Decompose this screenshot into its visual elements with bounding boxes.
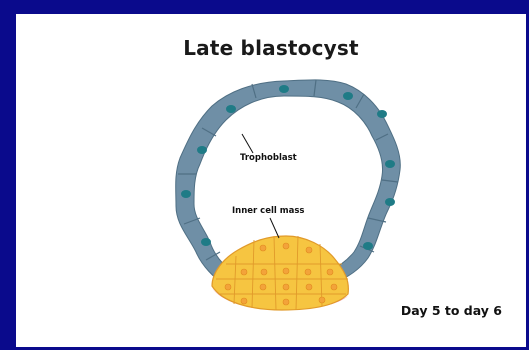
trophoblast-nucleus [385, 198, 395, 206]
trophoblast-label: Trophoblast [240, 153, 297, 163]
inner-cell-nucleus [283, 284, 289, 290]
trophoblast-nucleus [201, 238, 211, 246]
inner-cell-nucleus [331, 284, 337, 290]
trophoblast-nucleus [377, 110, 387, 118]
inner-cell-mass [212, 236, 348, 310]
inner-cell-mass-leader-line [270, 218, 279, 238]
inner-cell-nucleus [260, 245, 266, 251]
inner-cell-nucleus [306, 284, 312, 290]
inner-cell-nucleus [283, 299, 289, 305]
inner-cell-nucleus [260, 284, 266, 290]
inner-cell-nucleus [225, 284, 231, 290]
inner-cell-nucleus [283, 243, 289, 249]
trophoblast-leader-line [242, 134, 253, 153]
trophoblast-nucleus [363, 242, 373, 250]
trophoblast-nucleus [197, 146, 207, 154]
inner-cell-nucleus [283, 268, 289, 274]
slide-canvas: Late blastocyst [16, 14, 526, 347]
trophoblast-nucleus [385, 160, 395, 168]
inner-cell-nucleus [305, 269, 311, 275]
stage-caption: Day 5 to day 6 [401, 303, 502, 318]
inner-cell-nucleus [241, 269, 247, 275]
inner-cell-nucleus [306, 247, 312, 253]
inner-cell-nucleus [319, 297, 325, 303]
trophoblast-nucleus [279, 85, 289, 93]
inner-cell-nucleus [241, 298, 247, 304]
trophoblast-nucleus [343, 92, 353, 100]
blastocyst-diagram [16, 14, 526, 347]
trophoblast-nucleus [181, 190, 191, 198]
inner-cell-mass-label: Inner cell mass [232, 206, 304, 216]
inner-cell-nucleus [261, 269, 267, 275]
trophoblast-nucleus [226, 105, 236, 113]
inner-cell-nucleus [327, 269, 333, 275]
